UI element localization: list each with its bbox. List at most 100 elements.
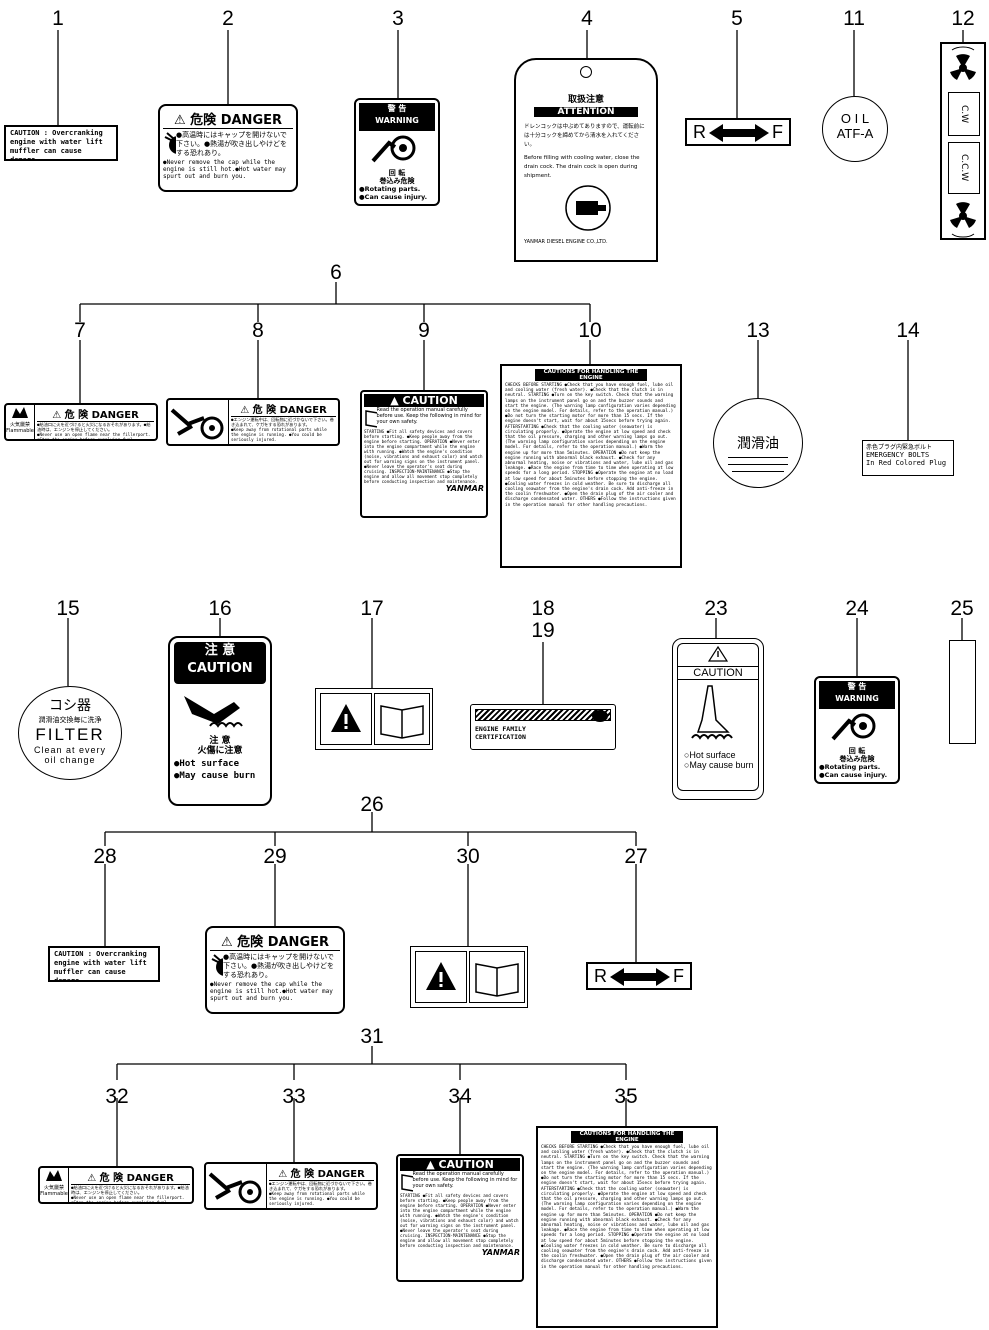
callout-3: 3	[392, 7, 404, 30]
handling-title-2: CAUTIONS FOR HANDLING THE ENGINE	[571, 1131, 683, 1143]
attention-en-body: Before filling with cooling water, close…	[524, 155, 640, 179]
fan-ccw-icon	[950, 202, 976, 238]
oil-atf-label: O I L ATF-A	[822, 96, 888, 162]
warning-triangle-box	[320, 693, 372, 745]
callout-6: 6	[330, 261, 342, 284]
hot-surface-caution-label: 注 意 CAUTION 注 意火傷に注意 ●Hot surface ●May c…	[168, 636, 272, 806]
certification-text: CERTIFICATION	[475, 733, 526, 741]
manual-book-box-2	[469, 951, 525, 1003]
caution-manual-label-2: ▲ CAUTION Read the operation manual care…	[396, 1154, 524, 1282]
engine-family-text: ENGINE FAMILY	[475, 725, 526, 733]
filter-sub-2: oil change	[44, 755, 96, 765]
danger-jp-text-2: ●高温時にはキャップを開けないで下さい。●熱湯が吹き出しやけどをする恐れあり。	[222, 953, 335, 979]
lube-oil-label: 潤滑油	[713, 398, 803, 488]
filter-jp-sub: 潤滑油交換毎に洗浄	[38, 717, 102, 724]
manual-book-icon-2	[401, 1174, 413, 1192]
caution-body-text: STARTING ●Fit all safety devices and cov…	[364, 429, 483, 484]
caution-read-text: Read the operation manual carefully befo…	[376, 407, 482, 425]
handling-cautions-label: CAUTIONS FOR HANDLING THE ENGINE CHECKS …	[500, 364, 682, 568]
warning-rotating-label: 警 告 WARNING 回 転巻込み危険 ●Rotating parts. ●C…	[354, 98, 440, 206]
callout-12: 12	[951, 7, 975, 30]
callout-15: 15	[56, 597, 80, 620]
hatched-band	[475, 709, 611, 721]
read-manual-pictogram-label	[315, 688, 433, 750]
open-book-icon-2	[475, 963, 519, 997]
danger-header-2: ⚠ 危険 DANGER	[210, 931, 340, 951]
hot-en-1: ●Hot surface	[174, 759, 240, 769]
entanglement-icon-2	[208, 1172, 262, 1204]
hot-water-icon-2	[211, 954, 223, 976]
rotational-danger-header: ⚠ 危 険 DANGER	[231, 401, 336, 417]
emergency-en-2: In Red Colored Plug	[866, 459, 947, 467]
flammable-icon-box-2: 火気厳禁 Flammable	[40, 1168, 69, 1202]
rf-f-letter-2: F	[673, 966, 684, 986]
fuel-danger-label-2: 火気厳禁 Flammable ⚠ 危 険 DANGER ●給油口に火を近づけると…	[38, 1166, 194, 1204]
callout-14: 14	[896, 319, 920, 342]
danger-hot-cap-label-2: ⚠ 危険 DANGER ●高温時にはキャップを開けないで下さい。●熱湯が吹き出し…	[205, 926, 345, 1014]
warning-header: 警 告 WARNING	[359, 103, 435, 131]
callout-9: 9	[418, 319, 430, 342]
caution-triangle-icon	[707, 645, 729, 662]
callout-13: 13	[746, 319, 770, 342]
warning-triangle-box-2	[415, 951, 467, 1003]
rf-f-letter: F	[772, 122, 783, 142]
oil-text: O I L	[840, 111, 870, 126]
hot-caution-en: CAUTION	[187, 661, 253, 676]
drain-cock-icon	[565, 185, 611, 231]
handling-title: CAUTIONS FOR HANDLING THE ENGINE	[535, 369, 647, 381]
callout-34: 34	[448, 1085, 472, 1108]
warning-en: WARNING	[375, 116, 419, 125]
warning-jp: 警 告	[387, 104, 407, 113]
caution23-text: CAUTION	[678, 666, 758, 680]
filter-sub-1: Clean at every	[33, 745, 107, 755]
caution-header: ▲ CAUTION	[364, 394, 484, 407]
hot-hand-icon	[184, 696, 243, 728]
emergency-bolts-label: 赤色プラグ内緊急ボルト EMERGENCY BOLTS In Red Color…	[862, 440, 954, 476]
warning-triangle-icon	[331, 704, 361, 732]
rf-r-letter: R	[693, 122, 706, 142]
callout-5: 5	[731, 7, 743, 30]
rotating-en: ●Rotating parts. ●Can cause injury.	[359, 185, 428, 201]
hot23-2: ○May cause burn	[684, 760, 754, 770]
flame-icon-2	[46, 1170, 62, 1181]
caution-manual-label: ▲ CAUTION Read the operation manual care…	[360, 390, 488, 518]
danger-en-text: ●Never remove the cap while the engine i…	[163, 159, 286, 180]
yanmar-company: YANMAR DIESEL ENGINE CO.,LTD.	[524, 239, 608, 245]
flammable-en-2: Flammable	[40, 1191, 68, 1197]
callout-33: 33	[282, 1085, 306, 1108]
rotating-en-2: ●Rotating parts. ●Can cause injury.	[819, 763, 888, 779]
rf-r-letter-2: R	[594, 966, 607, 986]
double-arrow-icon	[709, 124, 769, 142]
rotational-danger-en: ●Keep away from rotational parts while t…	[231, 427, 327, 442]
manual-book-icon	[365, 410, 377, 428]
entanglement-icon	[170, 408, 224, 440]
engine-family-certification-label: ENGINE FAMILY CERTIFICATION	[470, 704, 616, 750]
callout-8: 8	[252, 319, 264, 342]
ccw-box: C.C.W	[948, 142, 980, 194]
filter-en: FILTER	[35, 725, 105, 744]
fan-rotation-label: C.W C.C.W	[940, 42, 986, 240]
cw-box: C.W	[948, 92, 980, 136]
blank-label-strip	[949, 640, 976, 744]
fuel-danger-en: ●Never use an open flame near the filler…	[37, 432, 151, 441]
callout-17: 17	[360, 597, 384, 620]
filter-jp: コシ器	[49, 697, 91, 713]
callout-29: 29	[263, 845, 287, 868]
certification-emblem-icon	[592, 710, 608, 722]
flame-icon	[12, 407, 28, 418]
fuel-danger-label: 火気厳禁 Flammable ⚠ 危 険 DANGER ●給油口に火を近づけると…	[4, 403, 158, 441]
danger-hot-cap-label: ⚠ 危険 DANGER ●高温時にはキャップを開けないで下さい。●熱湯が吹き出し…	[158, 104, 298, 192]
flammable-en: Flammable	[6, 428, 34, 434]
callout-1: 1	[52, 7, 64, 30]
yanmar-logo-2: YANMAR	[481, 1248, 520, 1257]
callout-2: 2	[222, 7, 234, 30]
attention-jp-body: ドレンコックは中ぶめてありますので、運転前には十分コックを締めてから清水を入れて…	[524, 124, 645, 148]
caution-header-2: ▲ CAUTION	[400, 1158, 520, 1171]
rotation-direction-label-rf: R F	[685, 118, 791, 146]
rotational-danger-jp: ●エンジン運転中は、回転物に近づかないで下さい。巻き込まれて、ケガをする恐れがあ…	[231, 417, 334, 427]
flammable-icon-box: 火気厳禁 Flammable	[6, 405, 35, 439]
rotating-jp: 回 転巻込み危険	[379, 169, 415, 185]
